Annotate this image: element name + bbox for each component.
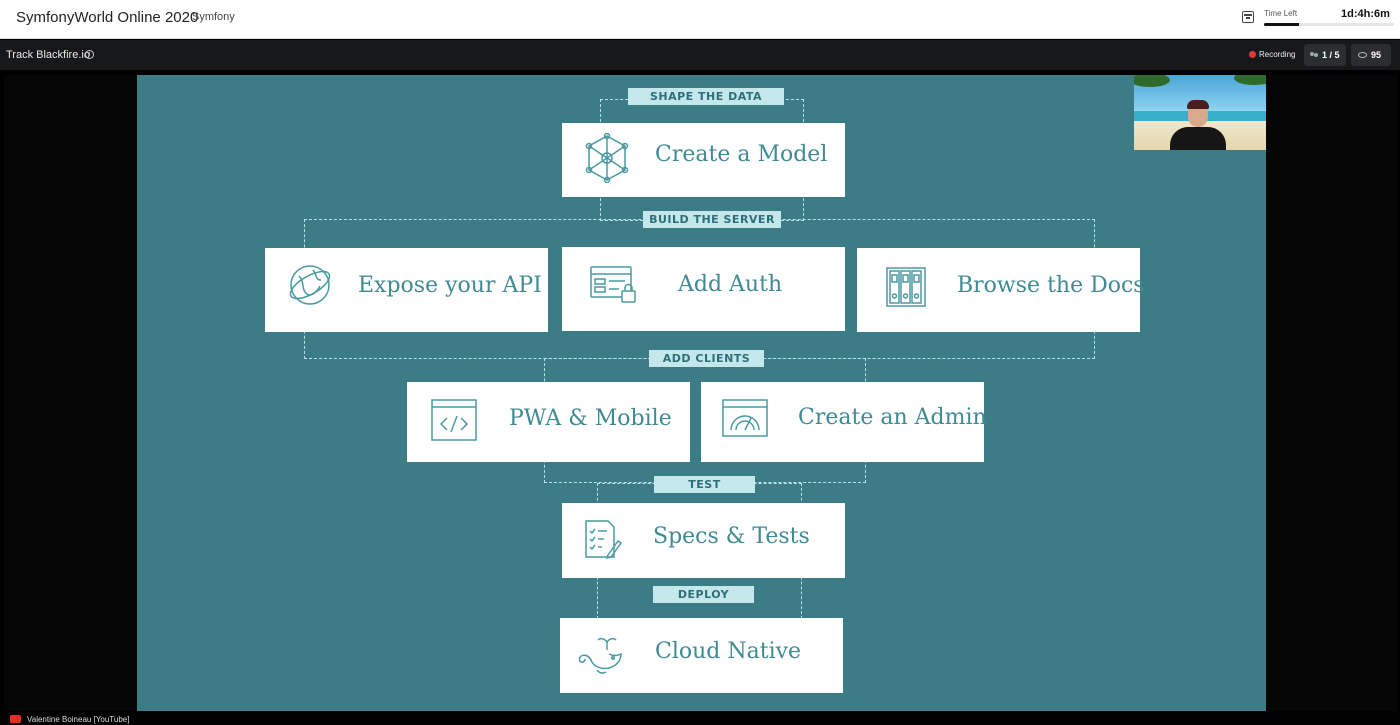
molecule-icon [585, 133, 629, 183]
card-label: Browse the Docs [957, 273, 1145, 298]
webcam-palm [1234, 75, 1266, 85]
card-label: Expose your API [358, 273, 542, 298]
webcam-palm [1134, 75, 1170, 87]
views-button[interactable]: 95 [1351, 44, 1391, 66]
card-specs-tests: Specs & Tests [562, 503, 845, 578]
viewers-button[interactable]: 1 / 5 [1304, 44, 1346, 66]
card-label: Cloud Native [655, 639, 802, 664]
form-lock-icon [590, 266, 636, 303]
whale-icon [578, 637, 622, 674]
top-bar: SymfonyWorld Online 2020 Symfony Time Le… [0, 0, 1400, 39]
track-bar: Track Blackfire.io i [0, 40, 1400, 70]
org-link[interactable]: Symfony [192, 11, 235, 23]
time-left-progress-fill [1264, 23, 1300, 26]
card-label: Create an Admin [798, 405, 987, 430]
section-shape-the-data: SHAPE THE DATA [628, 88, 784, 105]
card-add-auth: Add Auth [562, 247, 845, 331]
time-left-progress [1264, 23, 1394, 26]
card-label: Add Auth [678, 272, 783, 297]
speaker-webcam[interactable] [1134, 75, 1266, 150]
presentation-slide: SHAPE THE DATA BUILD THE SERVER ADD CLIE… [137, 75, 1266, 711]
card-browse-the-docs: Browse the Docs [857, 248, 1145, 332]
speaker-name: Valentine Boineau [YouTube] [27, 715, 130, 724]
footer-bar [0, 711, 1400, 725]
card-create-a-model: Create a Model [562, 123, 845, 197]
webcam-person-cap [1187, 100, 1209, 109]
code-window-icon [431, 399, 477, 441]
section-add-clients: ADD CLIENTS [649, 350, 764, 367]
card-pwa-mobile: PWA & Mobile [407, 382, 690, 462]
dashboard-gauge-icon [722, 399, 768, 437]
card-label: Create a Model [655, 142, 828, 167]
card-label: PWA & Mobile [509, 406, 672, 431]
time-left-label: Time Left [1264, 9, 1298, 18]
section-build-the-server: BUILD THE SERVER [643, 211, 781, 228]
info-icon[interactable]: i [85, 50, 94, 59]
card-cloud-native: Cloud Native [560, 618, 843, 693]
card-label: Specs & Tests [653, 524, 810, 549]
section-deploy: DEPLOY [653, 586, 754, 603]
views-count: 95 [1371, 50, 1382, 60]
app-title: SymfonyWorld Online 2020 [16, 9, 199, 26]
viewers-count: 1 / 5 [1322, 50, 1340, 60]
card-expose-your-api: Expose your API [265, 248, 548, 332]
webcam-person-body [1170, 127, 1226, 150]
calendar-icon[interactable] [1242, 11, 1254, 23]
webcam-person-head [1188, 103, 1208, 127]
checklist-pencil-icon [585, 520, 622, 560]
track-title: Track Blackfire.io [6, 49, 90, 61]
recording-label: Recording [1259, 50, 1296, 59]
people-icon [1310, 52, 1318, 58]
binders-icon [886, 267, 926, 307]
globe-icon [289, 265, 331, 305]
time-left-value: 1d:4h:6m [1341, 8, 1390, 20]
eye-icon [1358, 52, 1367, 58]
youtube-icon [10, 715, 21, 723]
section-test: TEST [654, 476, 755, 493]
recording-dot-icon [1249, 51, 1256, 58]
card-create-an-admin: Create an Admin [701, 382, 987, 462]
